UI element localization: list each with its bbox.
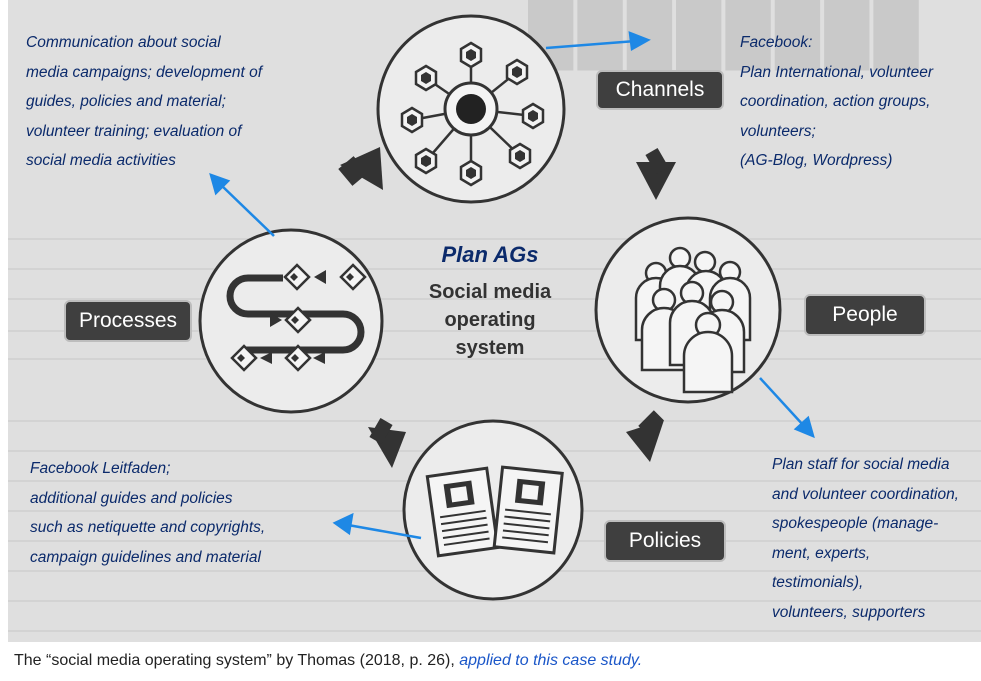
processes-label: Processes [64, 300, 192, 342]
diagram-graphics [198, 14, 815, 601]
workflow-icon [226, 263, 367, 372]
center-title: Plan AGs [441, 242, 539, 267]
cycle-arrows [338, 147, 676, 468]
annotation-people: Plan staff for social media and voluntee… [772, 456, 959, 621]
figure-caption: The “social media operating system” by T… [14, 652, 642, 670]
people-group-icon [634, 246, 752, 394]
annotation-policies: Facebook Leitfaden; additional guides an… [30, 460, 266, 566]
documents-icon [425, 465, 564, 558]
diagram-image: ████████ [8, 0, 981, 642]
annotation-channels: Facebook: Plan International, volunteer … [740, 34, 934, 169]
caption-text: The “social media operating system” by T… [14, 652, 460, 669]
caption-link[interactable]: applied to this case study. [459, 652, 643, 669]
background-texture: ████████ [528, 0, 923, 65]
network-hub-icon [400, 41, 545, 187]
annotation-arrows [209, 31, 815, 540]
annotation-processes: Communication about social media campaig… [26, 34, 263, 169]
policies-label: Policies [604, 520, 726, 562]
channels-label: Channels [596, 70, 724, 110]
center-subtitle: Social media operating system [428, 281, 552, 359]
people-label: People [804, 294, 926, 336]
